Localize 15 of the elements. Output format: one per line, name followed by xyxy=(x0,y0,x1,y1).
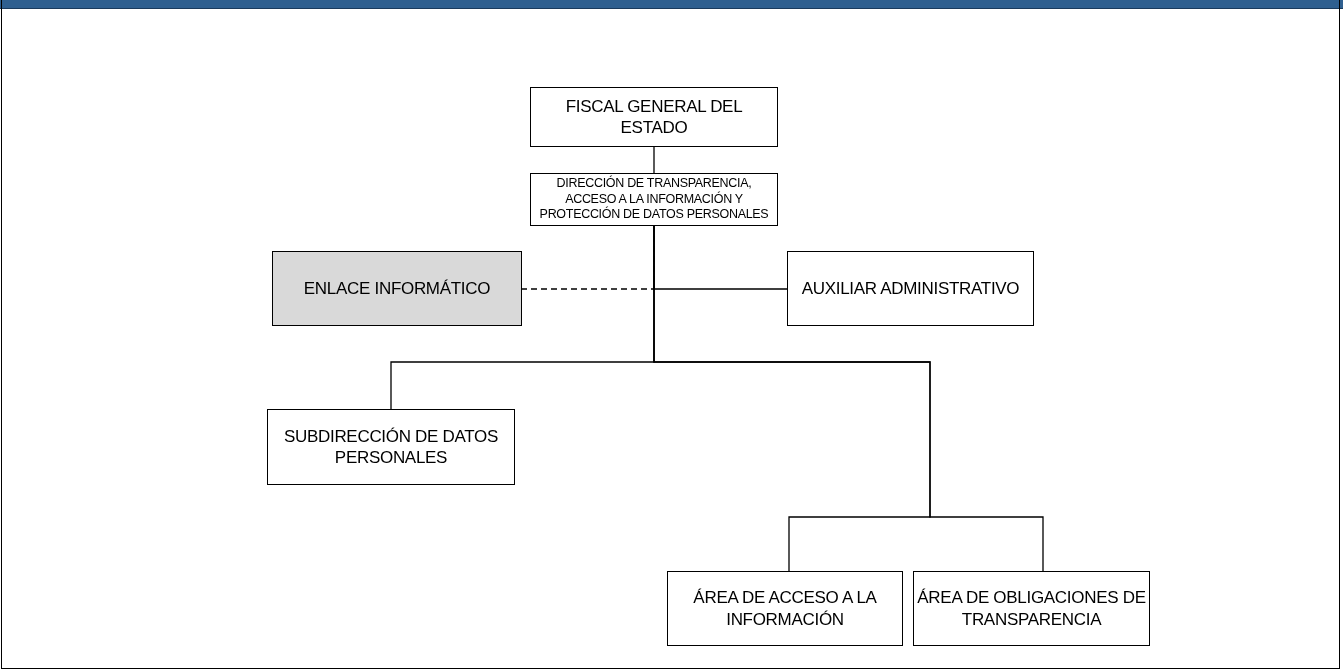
box-label: AUXILIAR ADMINISTRATIVO xyxy=(801,277,1020,300)
org-box xyxy=(267,409,515,485)
box-label: ÁREA DE ACCESO A LA INFORMACIÓN xyxy=(692,587,878,630)
box-label: ENLACE INFORMÁTICO xyxy=(303,277,491,300)
org-box xyxy=(667,571,903,646)
org-box xyxy=(787,251,1034,326)
box-label: ÁREA DE OBLIGACIONES DE TRANSPARENCIA xyxy=(916,587,1147,630)
box-label: SUBDIRECCIÓN DE DATOS PERSONALES xyxy=(282,425,500,469)
org-box xyxy=(913,571,1150,646)
org-box xyxy=(272,251,522,326)
box-label: DIRECCIÓN DE TRANSPARENCIA, ACCESO A LA INFORMACIÓN Y PROTECCIÓN DE DATOS PERSONALES xyxy=(538,176,770,223)
org-box xyxy=(530,87,778,147)
connector-line xyxy=(653,146,655,174)
box-label: FISCAL GENERAL DEL ESTADO xyxy=(564,95,744,139)
org-box xyxy=(530,173,778,226)
